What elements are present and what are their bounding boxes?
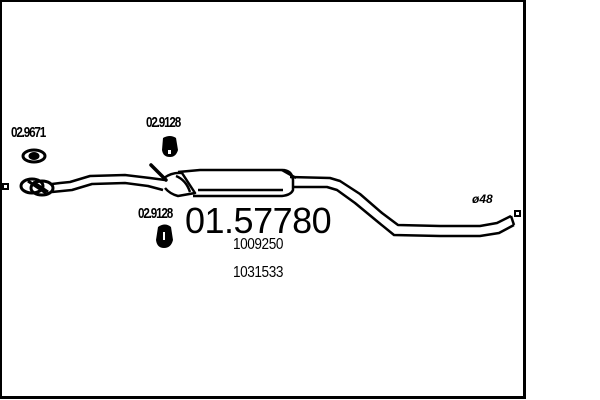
rubber-mount-lower-part-number: 02.9128 xyxy=(138,205,173,222)
gasket-part-number: 02.9671 xyxy=(11,124,46,141)
gasket-icon xyxy=(21,148,47,164)
oe-number-2: 1031533 xyxy=(233,264,283,281)
inlet-end-marker-icon xyxy=(2,183,9,190)
oe-number-1: 1009250 xyxy=(233,236,283,253)
hanger-bracket xyxy=(149,163,168,182)
rubber-mount-upper-part-number: 02.9128 xyxy=(146,114,181,131)
muffler-body xyxy=(163,168,297,198)
drawing-frame xyxy=(0,0,526,399)
rubber-mount-upper-icon xyxy=(162,136,178,157)
front-pipe xyxy=(51,173,166,194)
outlet-end-marker-icon xyxy=(514,210,521,217)
main-part-number: 01.57780 xyxy=(185,200,332,241)
pipe-diameter-label: ø48 xyxy=(472,192,493,206)
inlet-flange-icon xyxy=(19,177,55,197)
rear-pipe xyxy=(289,175,516,238)
rubber-mount-lower-icon xyxy=(156,224,173,248)
